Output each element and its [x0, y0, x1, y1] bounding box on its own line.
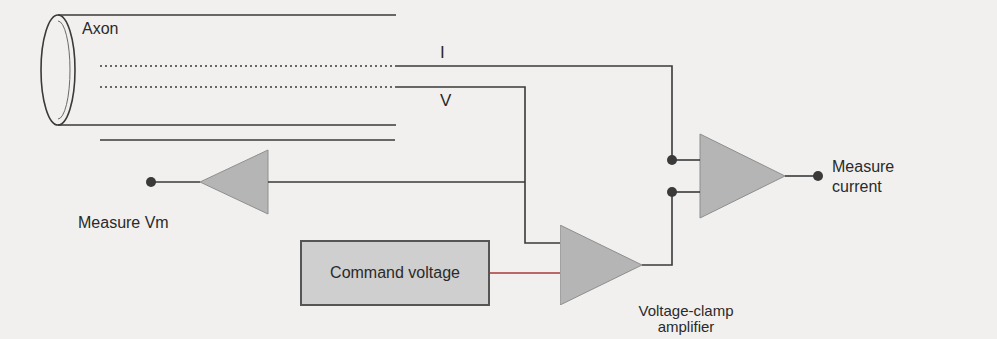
command-box: Command voltage: [300, 240, 490, 306]
output-terminal: [146, 177, 156, 187]
vm-input-wire: [268, 181, 525, 183]
vm-amplifier-symbol: [200, 150, 268, 214]
amplifier-node: Voltage-clamp amplifier: [560, 225, 760, 337]
bath-electrode: [100, 139, 395, 141]
internal-electrode: [100, 65, 396, 67]
wire-connector: [490, 272, 560, 274]
internal-electrode: [100, 86, 396, 88]
amplifier-label: Voltage-clamp amplifier: [616, 303, 756, 335]
axon-cylinder: Axon: [38, 13, 396, 127]
amplifier-symbol: [560, 225, 642, 305]
output-label: Measure Vm: [78, 213, 169, 233]
output-label: Measure current: [832, 157, 914, 197]
output-terminal: [813, 171, 823, 181]
signal-label: I: [438, 43, 447, 63]
axon-label: Axon: [82, 19, 118, 39]
current-amplifier-symbol: [700, 134, 785, 218]
vm-output-wire: [154, 181, 200, 183]
box-label: Command voltage: [330, 263, 460, 283]
signal-label: V: [438, 91, 453, 111]
wire-connector: [396, 66, 672, 265]
wire-connector: [396, 87, 564, 243]
current-output-wire: [785, 175, 815, 177]
